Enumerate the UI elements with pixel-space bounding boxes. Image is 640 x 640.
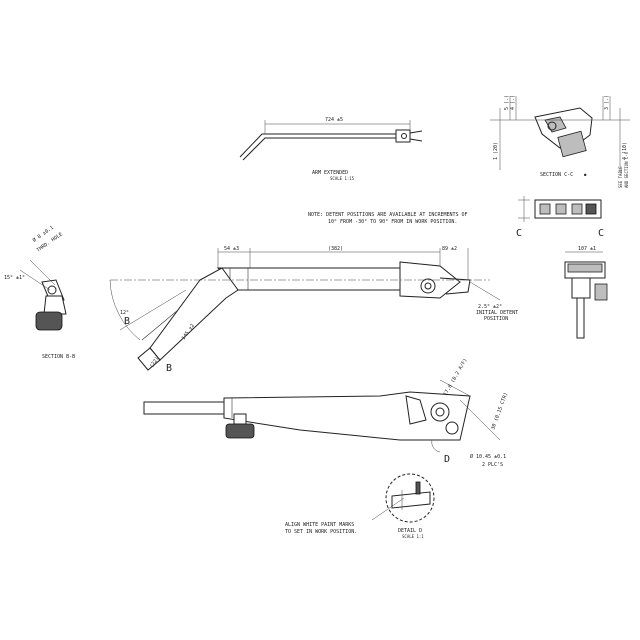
dim-045-label: Ø 10.45 ±0.1 <box>470 453 506 460</box>
position-label: POSITION <box>484 316 508 322</box>
arm-extended-view: 724 ±5 ARM EXTENDED SCALE 1:15 <box>239 117 423 181</box>
label-b-bottom: B <box>166 363 172 374</box>
cc-dim-top3: 3 (.) <box>604 95 610 110</box>
cc-dim-left: 1 (20) <box>493 142 499 160</box>
ang-init-label: 2.5° ±2° <box>478 304 502 310</box>
section-bb-label: SECTION B-B <box>42 354 75 360</box>
dim-12-label: 12° <box>120 310 129 316</box>
ang15-label: 15° ±1° <box>4 275 25 281</box>
label-c-left: C <box>516 228 522 239</box>
dim-382-label: (382) <box>328 246 343 252</box>
and-section-label: AND SECTION C-C <box>624 151 629 188</box>
section-bb-view: Ø 8 ±0.1 THRD. HOLE 15° ±1° SECTION B-B <box>4 224 75 360</box>
arm-scale-label: SCALE 1:15 <box>330 176 355 181</box>
note-line2: 10° FROM -30° TO 90° FROM IN WORK POSITI… <box>328 219 457 225</box>
section-cc-view: 5 (.) 4 (.) 3 (.) 1 (20) 4 (10) SECTION … <box>490 95 630 188</box>
arm-extended-label: ARM EXTENDED <box>312 170 348 176</box>
cc-dim-top1: 5 (.) <box>504 95 510 110</box>
label-d: D <box>444 454 450 465</box>
dim-89-label: 89 ±2 <box>442 246 457 252</box>
note-block: NOTE: DETENT POSITIONS ARE AVAILABLE AT … <box>308 212 468 225</box>
detail-d-label: DETAIL D <box>398 528 422 534</box>
main-top-view: 54 ±3 (382) 89 ±2 12° 145 ±2 (22) B B 2.… <box>109 246 518 374</box>
cc-dim-top2: 4 (.) <box>510 95 516 110</box>
initial-detent-label: INITIAL DETENT <box>476 310 518 316</box>
dim-30-label: 30 (0.15 CTR) <box>490 392 509 431</box>
plcs-label: 2 PLC'S <box>482 462 503 468</box>
dim-178-label: 17.8 (0.2 A/F) <box>443 357 469 397</box>
detail-d-view: ALIGN WHITE PAINT MARKS TO SET IN WORK P… <box>285 473 435 539</box>
align-line2: TO SET IN WORK POSITION. <box>285 529 357 535</box>
main-side-view: 17.8 (0.2 A/F) 30 (0.15 CTR) Ø 10.45 ±0.… <box>143 357 509 468</box>
dim-54-label: 54 ±3 <box>224 246 239 252</box>
arm-dim-label: 724 ±5 <box>325 117 343 123</box>
side-end-view: 107 ±1 <box>564 246 608 339</box>
front-end-view: C C <box>516 196 604 239</box>
see-table-label: SEE TABLE <box>618 166 623 188</box>
section-cc-label: SECTION C-C <box>540 172 573 178</box>
cc-scale-label: ● <box>584 172 587 177</box>
note-line1: NOTE: DETENT POSITIONS ARE AVAILABLE AT … <box>308 212 468 218</box>
dim-107-label: 107 ±1 <box>578 246 596 252</box>
cc-dim-right: 4 (10) <box>622 142 628 160</box>
align-line1: ALIGN WHITE PAINT MARKS <box>285 522 354 528</box>
label-b-top: B <box>124 316 130 327</box>
detail-scale-label: SCALE 1:1 <box>402 534 424 539</box>
dim-22-label: (22) <box>149 356 161 369</box>
label-c-right: C <box>598 228 604 239</box>
